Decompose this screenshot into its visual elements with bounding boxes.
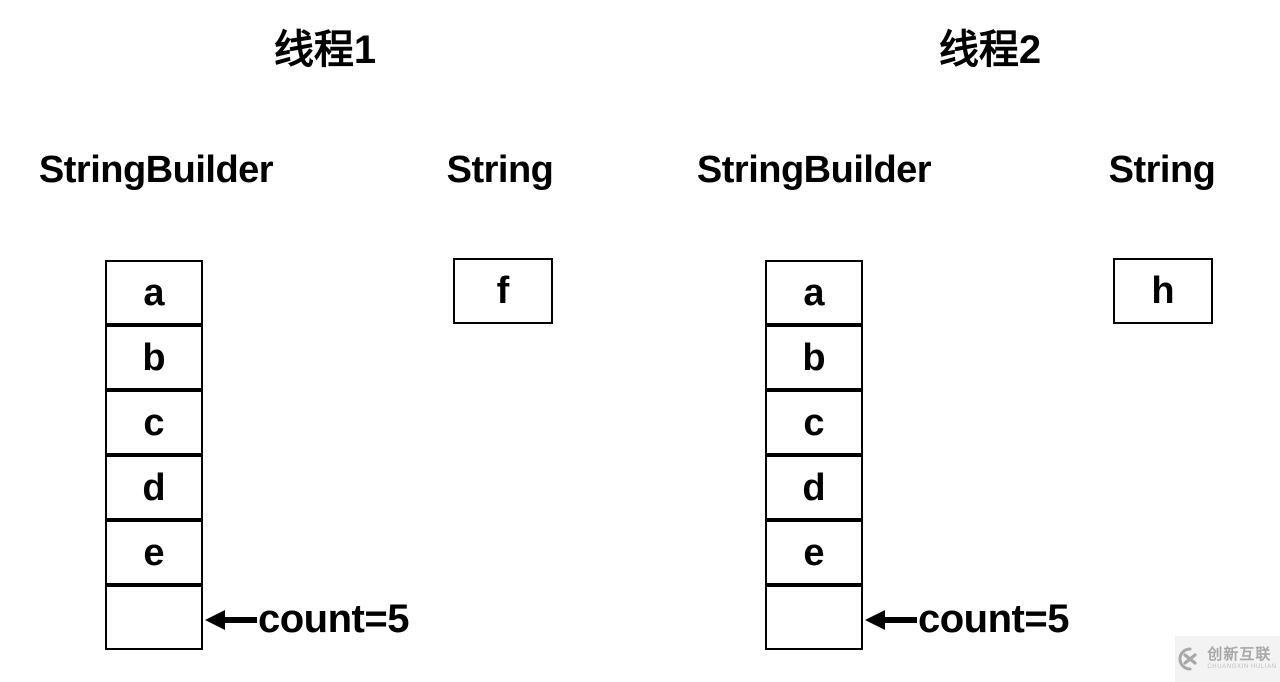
count-label: count=5 [918,597,1069,641]
buffer-cell-empty [105,585,203,650]
watermark-name: 创新互联 [1207,646,1272,664]
left-arrow-icon [865,609,917,630]
watermark-subtitle: CHUANGXIN HULIAN [1207,663,1277,670]
thread2-string-box: h [1113,258,1213,324]
watermark: 创新互联 CHUANGXIN HULIAN [1175,636,1280,682]
thread1-stringbuilder-stack: a b c d e [105,260,203,650]
buffer-cell: e [765,520,863,585]
buffer-cell: e [105,520,203,585]
count-label: count=5 [258,597,409,641]
left-arrow-icon [205,609,257,630]
buffer-cell: b [105,325,203,390]
thread2-string-header: String [1108,149,1216,191]
thread1-string-box: f [453,258,553,324]
thread1-count-annotation: count=5 [205,587,409,652]
buffer-cell: d [105,455,203,520]
thread1-title: 线程1 [273,28,377,72]
buffer-cell-empty [765,585,863,650]
watermark-text: 创新互联 CHUANGXIN HULIAN [1207,647,1276,670]
buffer-cell: c [105,390,203,455]
buffer-cell: a [765,260,863,325]
thread2-stringbuilder-stack: a b c d e [765,260,863,650]
thread2-stringbuilder-header: StringBuilder [696,149,932,191]
buffer-cell: b [765,325,863,390]
buffer-cell: a [105,260,203,325]
cx-circle-x-logo-icon [1178,647,1197,671]
thread2-title: 线程2 [938,28,1042,72]
thread1-stringbuilder-header: StringBuilder [38,149,274,191]
thread1-string-header: String [446,149,554,191]
buffer-cell: c [765,390,863,455]
thread2-count-annotation: count=5 [865,587,1069,652]
buffer-cell: d [765,455,863,520]
